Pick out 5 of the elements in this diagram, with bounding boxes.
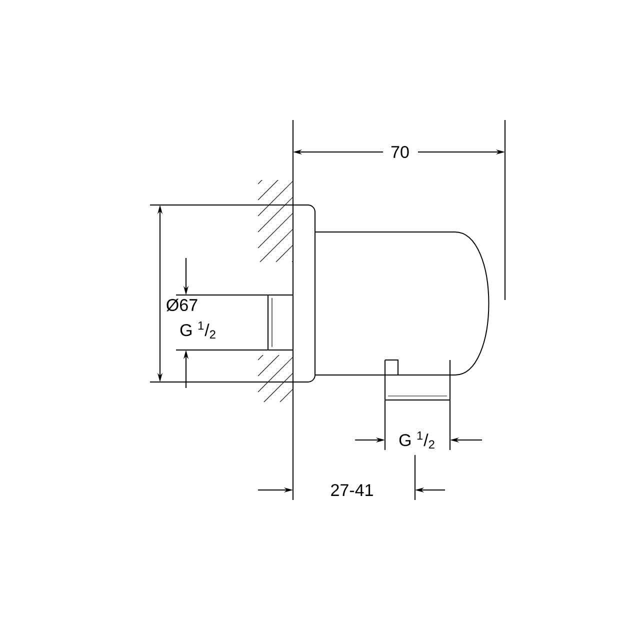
dimension-label: 27-41 bbox=[331, 484, 373, 496]
dimension-label: G $^{1}$/$_{2}$ bbox=[399, 431, 434, 449]
dimension-label: Ø67 bbox=[166, 298, 198, 312]
dimension-label: G $^{1}$/$_{2}$ bbox=[180, 321, 216, 339]
dimension-label: 70 bbox=[391, 146, 409, 158]
